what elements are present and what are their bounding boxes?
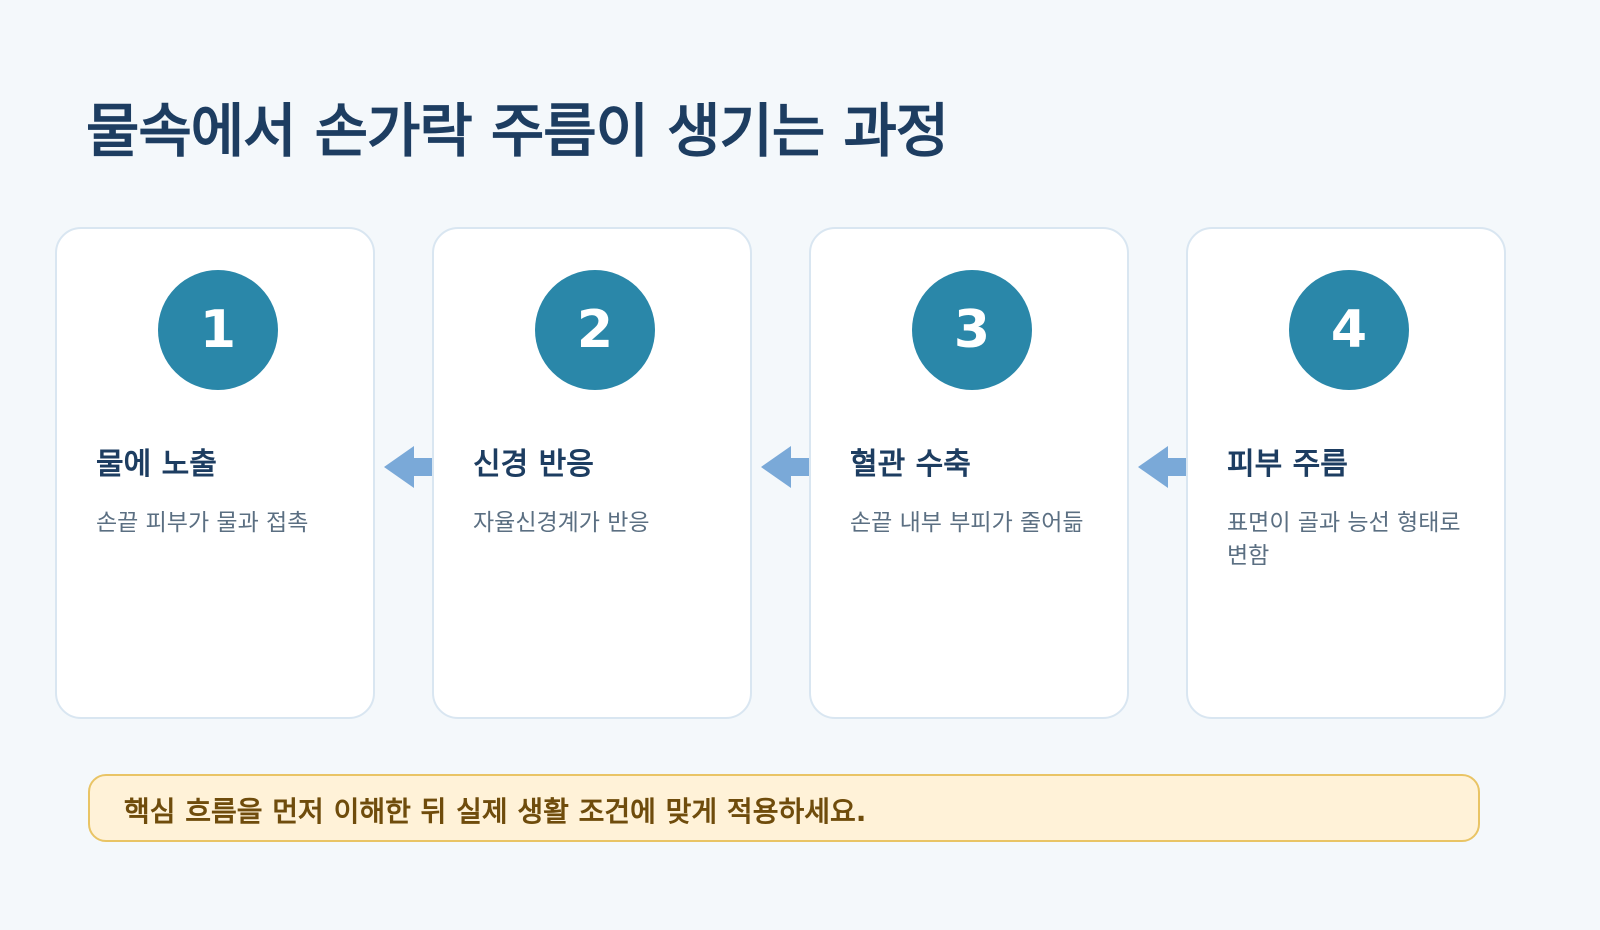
- callout-box: 핵심 흐름을 먼저 이해한 뒤 실제 생활 조건에 맞게 적용하세요.: [88, 774, 1480, 842]
- step-description: 손끝 피부가 물과 접촉: [96, 510, 309, 536]
- step-title: 피부 주름: [1227, 447, 1348, 482]
- step-card-2: 2 신경 반응 자율신경계가 반응: [432, 227, 752, 719]
- step-number-badge: 4: [1289, 270, 1409, 390]
- step-number-badge: 1: [158, 270, 278, 390]
- step-card-3: 3 혈관 수축 손끝 내부 부피가 줄어듦: [809, 227, 1129, 719]
- page-title: 물속에서 손가락 주름이 생기는 과정: [86, 96, 949, 165]
- step-number-badge: 2: [535, 270, 655, 390]
- step-description: 자율신경계가 반응: [473, 510, 650, 536]
- step-card-4: 4 피부 주름 표면이 골과 능선 형태로 변함: [1186, 227, 1506, 719]
- step-title: 혈관 수축: [850, 447, 971, 482]
- callout-text: 핵심 흐름을 먼저 이해한 뒤 실제 생활 조건에 맞게 적용하세요.: [124, 795, 867, 828]
- step-title: 물에 노출: [96, 447, 217, 482]
- arrow-left-icon: [1138, 446, 1186, 488]
- step-card-1: 1 물에 노출 손끝 피부가 물과 접촉: [55, 227, 375, 719]
- step-title: 신경 반응: [473, 447, 594, 482]
- step-description: 손끝 내부 부피가 줄어듦: [850, 510, 1084, 536]
- arrow-left-icon: [761, 446, 809, 488]
- step-description: 표면이 골과 능선 형태로 변함: [1227, 510, 1461, 570]
- arrow-left-icon: [384, 446, 432, 488]
- step-number-badge: 3: [912, 270, 1032, 390]
